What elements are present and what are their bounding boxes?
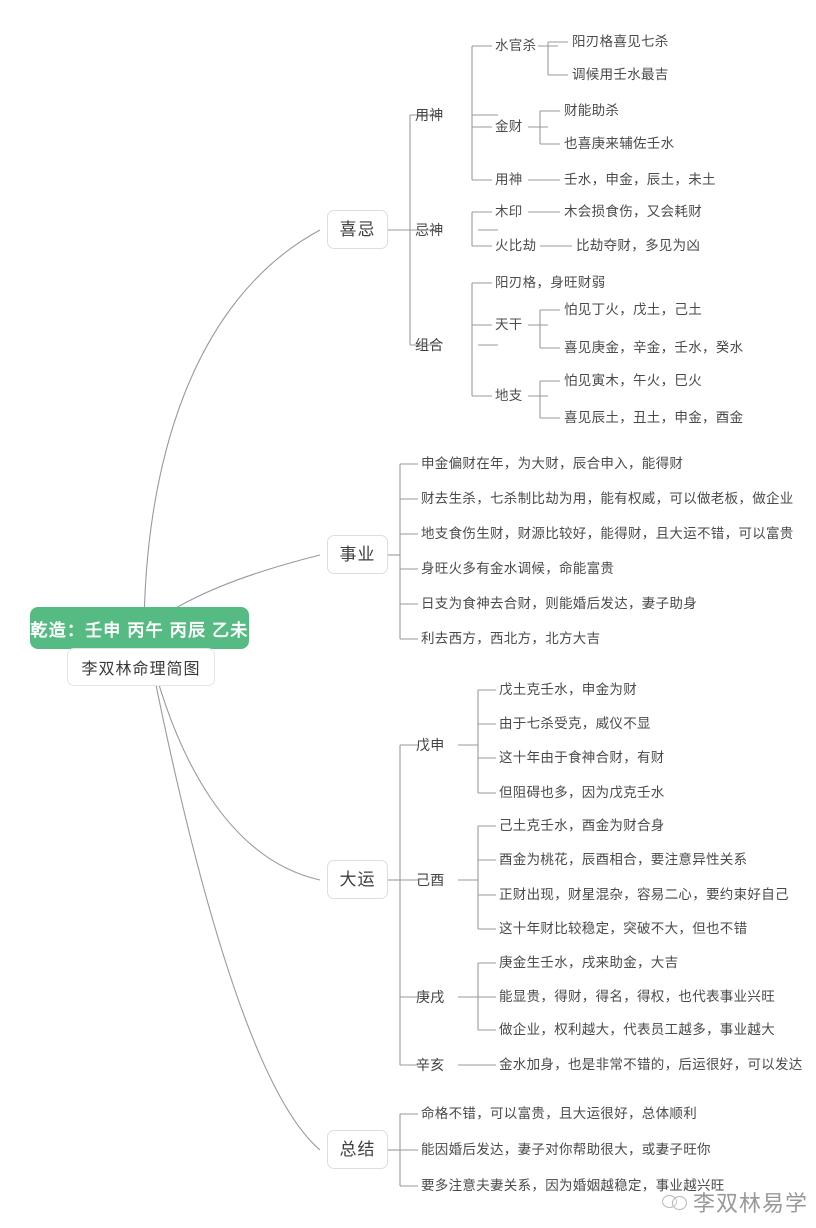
branch-node-xiji[interactable]: 喜忌: [327, 210, 388, 249]
leaf-text: 怕见丁火，戊土，己土: [564, 302, 702, 317]
subnode-yongshen-inner[interactable]: 用神: [495, 172, 523, 187]
leaf-text: 要多注意夫妻关系，因为婚姻越稳定，事业越兴旺: [421, 1178, 725, 1193]
leaf-text: 这十年财比较稳定，突破不大，但也不错: [499, 921, 748, 936]
leaf-text: 庚金生壬水，戌来助金，大吉: [499, 955, 679, 970]
subnode-dizhi[interactable]: 地支: [495, 388, 523, 403]
branch-label-dayun: 大运: [339, 870, 376, 889]
leaf-text: 调候用壬水最吉: [572, 67, 669, 82]
period-label-gengxu[interactable]: 庚戌: [416, 989, 445, 1005]
subroot-title: 李双林命理简图: [81, 661, 201, 678]
branch-label-zongjie: 总结: [339, 1140, 376, 1159]
leaf-text: 正财出现，财星混杂，容易二心，要约束好自己: [499, 887, 789, 902]
branch-node-zongjie[interactable]: 总结: [327, 1130, 388, 1169]
leaf-text: 但阻碍也多，因为戊克壬水: [499, 785, 665, 800]
leaf-text: 比劫夺财，多见为凶: [576, 238, 701, 253]
leaf-text: 壬水，申金，辰土，未土: [564, 172, 716, 187]
leaf-text: 由于七杀受克，威仪不显: [499, 716, 651, 731]
branch-node-dayun[interactable]: 大运: [327, 860, 388, 899]
leaf-text: 财去生杀，七杀制比劫为用，能有权威，可以做老板，做企业: [421, 491, 794, 506]
period-label-jiyou[interactable]: 己酉: [416, 872, 445, 888]
leaf-text: 怕见寅木，午火，巳火: [564, 373, 702, 388]
leaf-text: 戊土克壬水，申金为财: [499, 682, 637, 697]
leaf-text: 木会损食伤，又会耗财: [564, 204, 702, 219]
branch-node-shiye[interactable]: 事业: [327, 535, 388, 574]
leaf-text: 能因婚后发达，妻子对你帮助很大，或妻子旺你: [421, 1142, 711, 1157]
leaf-text: 喜见庚金，辛金，壬水，癸水: [564, 340, 744, 355]
subnode-yangrenge[interactable]: 阳刃格，身旺财弱: [495, 275, 606, 290]
leaf-text: 这十年由于食神合财，有财: [499, 750, 665, 765]
leaf-text: 己土克壬水，酉金为财合身: [499, 818, 665, 833]
leaf-text: 申金偏财在年，为大财，辰合申入，能得财: [421, 456, 684, 471]
period-label-xinhai[interactable]: 辛亥: [416, 1057, 445, 1073]
leaf-text: 命格不错，可以富贵，且大运很好，总体顺利: [421, 1106, 697, 1121]
leaf-text: 能显贵，得财，得名，得权，也代表事业兴旺: [499, 989, 775, 1004]
leaf-text: 喜见辰土，丑土，申金，酉金: [564, 410, 744, 425]
leaf-text: 财能助杀: [564, 103, 620, 118]
leaf-text: 做企业，权利越大，代表员工越多，事业越大: [499, 1022, 775, 1037]
subnode-muyin[interactable]: 木印: [495, 204, 523, 219]
branch-label-shiye: 事业: [339, 545, 376, 564]
leaf-text: 也喜庚来辅佐壬水: [564, 136, 675, 151]
leaf-text: 身旺火多有金水调候，命能富贵: [421, 561, 615, 576]
group-label-zuhe[interactable]: 组合: [415, 337, 444, 353]
leaf-text: 利去西方，西北方，北方大吉: [421, 631, 601, 646]
leaf-text: 酉金为桃花，辰酉相合，要注意异性关系: [499, 852, 748, 867]
group-label-yongshen[interactable]: 用神: [415, 107, 444, 123]
brand-logo-icon: [661, 1191, 688, 1213]
link-root-zongjie: [146, 639, 321, 1151]
subnode-shuiguansha[interactable]: 水官杀: [495, 38, 537, 53]
leaf-text: 日支为食神去合财，则能婚后发达，妻子助身: [421, 596, 697, 611]
subroot-node[interactable]: 李双林命理简图: [67, 648, 215, 686]
subnode-jincai[interactable]: 金财: [495, 119, 523, 134]
root-title: 乾造：壬申 丙午 丙辰 乙未: [30, 620, 249, 640]
leaf-text: 地支食伤生财，财源比较好，能得财，且大运不错，可以富贵: [421, 526, 794, 541]
branch-label-xiji: 喜忌: [339, 220, 376, 239]
root-node[interactable]: 乾造：壬申 丙午 丙辰 乙未: [30, 607, 249, 649]
subnode-hubijie[interactable]: 火比劫: [495, 238, 537, 253]
link-root-xiji: [143, 229, 321, 637]
leaf-text: 金水加身，也是非常不错的，后运很好，可以发达: [499, 1057, 803, 1072]
leaf-text: 阳刃格喜见七杀: [572, 34, 669, 49]
group-label-jishen[interactable]: 忌神: [415, 222, 444, 238]
subnode-tiangan[interactable]: 天干: [495, 317, 523, 332]
period-label-wushen[interactable]: 戊申: [416, 737, 445, 753]
